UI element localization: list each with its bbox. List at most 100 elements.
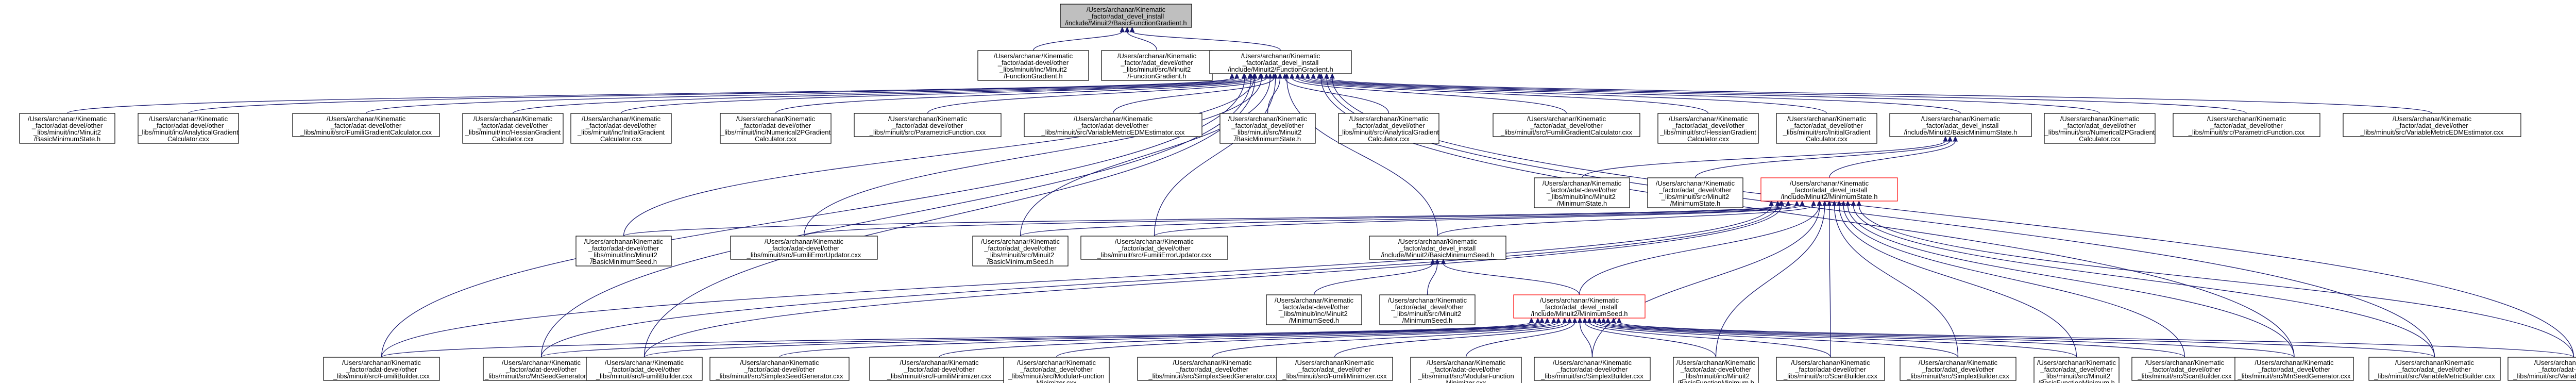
file-node-n22[interactable]: /Users/archanar/Kinematic_factor/adat_de… (1647, 177, 1743, 208)
file-node-n34[interactable]: /Users/archanar/Kinematic_factor/adat_de… (586, 357, 703, 381)
node-box[interactable] (869, 357, 1009, 381)
file-node-n8[interactable]: /Users/archanar/Kinematic_factor/adat-de… (570, 113, 672, 144)
node-box[interactable] (1024, 113, 1202, 137)
file-node-n20[interactable]: /Users/archanar/Kinematic_factor/adat_de… (2343, 113, 2521, 137)
file-node-n14[interactable]: /Users/archanar/Kinematic_factor/adat_de… (1493, 113, 1640, 137)
file-node-n15[interactable]: /Users/archanar/Kinematic_factor/adat_de… (1657, 113, 1759, 144)
node-box[interactable] (1219, 113, 1316, 144)
file-node-n27[interactable]: /Users/archanar/Kinematic_factor/adat_de… (1080, 236, 1228, 260)
file-node-n45[interactable]: /Users/archanar/Kinematic_factor/adat_de… (2033, 357, 2120, 383)
file-node-n48[interactable]: /Users/archanar/Kinematic_factor/adat_de… (2368, 357, 2501, 381)
node-box[interactable] (1889, 113, 2032, 137)
node-box[interactable] (1137, 357, 1287, 381)
file-node-n0[interactable]: /Users/archanar/Kinematic_factor/adat_de… (1060, 4, 1192, 28)
file-node-n40[interactable]: /Users/archanar/Kinematic_factor/adat-de… (1410, 357, 1522, 383)
node-box[interactable] (1369, 236, 1506, 260)
node-box[interactable] (1101, 50, 1213, 81)
file-node-n4[interactable]: /Users/archanar/Kinematic_factor/adat-de… (19, 113, 115, 144)
node-box[interactable] (483, 357, 600, 381)
node-box[interactable] (1003, 357, 1110, 383)
node-box[interactable] (1776, 113, 1877, 144)
file-node-n12[interactable]: /Users/archanar/Kinematic_factor/adat_de… (1219, 113, 1316, 144)
node-box[interactable] (2507, 357, 2576, 381)
node-box[interactable] (1060, 4, 1192, 28)
node-box[interactable] (1534, 177, 1630, 208)
node-box[interactable] (462, 113, 564, 144)
file-node-n11[interactable]: /Users/archanar/Kinematic_factor/adat-de… (1024, 113, 1202, 137)
node-box[interactable] (1338, 113, 1439, 144)
node-box[interactable] (1379, 294, 1476, 325)
file-node-n41[interactable]: /Users/archanar/Kinematic_factor/adat-de… (1534, 357, 1651, 381)
file-node-n31[interactable]: /Users/archanar/Kinematic_factor/adat_de… (1513, 294, 1646, 319)
file-node-n29[interactable]: /Users/archanar/Kinematic_factor/adat-de… (1266, 294, 1362, 325)
file-node-n39[interactable]: /Users/archanar/Kinematic_factor/adat_de… (1276, 357, 1393, 381)
node-box[interactable] (2173, 113, 2320, 137)
file-node-n42[interactable]: /Users/archanar/Kinematic_factor/adat-de… (1673, 357, 1759, 383)
file-node-n47[interactable]: /Users/archanar/Kinematic_factor/adat_de… (2234, 357, 2354, 381)
file-node-n43[interactable]: /Users/archanar/Kinematic_factor/adat-de… (1776, 357, 1885, 381)
node-box[interactable] (730, 236, 878, 260)
file-node-n24[interactable]: /Users/archanar/Kinematic_factor/adat-de… (575, 236, 672, 267)
node-box[interactable] (292, 113, 440, 137)
node-box[interactable] (709, 357, 850, 381)
file-node-n19[interactable]: /Users/archanar/Kinematic_factor/adat_de… (2173, 113, 2320, 137)
file-node-n23[interactable]: /Users/archanar/Kinematic_factor/adat_de… (1760, 177, 1898, 202)
node-box[interactable] (854, 113, 1002, 137)
node-box[interactable] (586, 357, 703, 381)
file-node-n3[interactable]: /Users/archanar/Kinematic_factor/adat_de… (1209, 50, 1352, 74)
node-box[interactable] (138, 113, 239, 144)
node-box[interactable] (2033, 357, 2120, 383)
file-node-n6[interactable]: /Users/archanar/Kinematic_factor/adat-de… (292, 113, 440, 137)
file-node-n26[interactable]: /Users/archanar/Kinematic_factor/adat_de… (972, 236, 1069, 267)
file-node-n30[interactable]: /Users/archanar/Kinematic_factor/adat_de… (1379, 294, 1476, 325)
file-node-n49[interactable]: /Users/archanar/Kinematic_factor/adat-de… (2507, 357, 2576, 381)
file-node-n7[interactable]: /Users/archanar/Kinematic_factor/adat-de… (462, 113, 564, 144)
node-box[interactable] (1776, 357, 1885, 381)
file-node-n1[interactable]: /Users/archanar/Kinematic_factor/adat-de… (977, 50, 1089, 81)
node-box[interactable] (972, 236, 1069, 267)
node-box[interactable] (1657, 113, 1759, 144)
file-node-n21[interactable]: /Users/archanar/Kinematic_factor/adat-de… (1534, 177, 1630, 208)
node-box[interactable] (1209, 50, 1352, 74)
node-box[interactable] (1900, 357, 2016, 381)
node-box[interactable] (1760, 177, 1898, 202)
file-node-n28[interactable]: /Users/archanar/Kinematic_factor/adat_de… (1369, 236, 1506, 260)
node-box[interactable] (1410, 357, 1522, 383)
node-box[interactable] (977, 50, 1089, 81)
file-node-n9[interactable]: /Users/archanar/Kinematic_factor/adat-de… (720, 113, 832, 144)
node-box[interactable] (575, 236, 672, 267)
node-box[interactable] (570, 113, 672, 144)
node-box[interactable] (1266, 294, 1362, 325)
file-node-n13[interactable]: /Users/archanar/Kinematic_factor/adat_de… (1338, 113, 1439, 144)
node-box[interactable] (1276, 357, 1393, 381)
file-node-n2[interactable]: /Users/archanar/Kinematic_factor/adat_de… (1101, 50, 1213, 81)
file-node-n33[interactable]: /Users/archanar/Kinematic_factor/adat-de… (483, 357, 600, 381)
file-node-n10[interactable]: /Users/archanar/Kinematic_factor/adat-de… (854, 113, 1002, 137)
node-box[interactable] (720, 113, 832, 144)
node-box[interactable] (2044, 113, 2156, 144)
node-box[interactable] (1647, 177, 1743, 208)
node-box[interactable] (2368, 357, 2501, 381)
file-node-n46[interactable]: /Users/archanar/Kinematic_factor/adat_de… (2131, 357, 2238, 381)
node-box[interactable] (2131, 357, 2238, 381)
file-node-n35[interactable]: /Users/archanar/Kinematic_factor/adat-de… (709, 357, 850, 381)
file-node-n17[interactable]: /Users/archanar/Kinematic_factor/adat_de… (1889, 113, 2032, 137)
node-box[interactable] (1513, 294, 1646, 319)
file-node-n37[interactable]: /Users/archanar/Kinematic_factor/adat_de… (1003, 357, 1110, 383)
node-box[interactable] (2234, 357, 2354, 381)
node-box[interactable] (1534, 357, 1651, 381)
node-box[interactable] (2343, 113, 2521, 137)
node-box[interactable] (19, 113, 115, 144)
node-box[interactable] (1673, 357, 1759, 383)
file-node-n36[interactable]: /Users/archanar/Kinematic_factor/adat-de… (869, 357, 1009, 381)
node-box[interactable] (1080, 236, 1228, 260)
node-box[interactable] (1493, 113, 1640, 137)
file-node-n5[interactable]: /Users/archanar/Kinematic_factor/adat-de… (138, 113, 239, 144)
file-node-n38[interactable]: /Users/archanar/Kinematic_factor/adat_de… (1137, 357, 1287, 381)
file-node-n44[interactable]: /Users/archanar/Kinematic_factor/adat_de… (1900, 357, 2016, 381)
file-node-n32[interactable]: /Users/archanar/Kinematic_factor/adat-de… (323, 357, 440, 381)
file-node-n16[interactable]: /Users/archanar/Kinematic_factor/adat_de… (1776, 113, 1877, 144)
file-node-n18[interactable]: /Users/archanar/Kinematic_factor/adat_de… (2044, 113, 2156, 144)
file-node-n25[interactable]: /Users/archanar/Kinematic_factor/adat-de… (730, 236, 878, 260)
node-box[interactable] (323, 357, 440, 381)
